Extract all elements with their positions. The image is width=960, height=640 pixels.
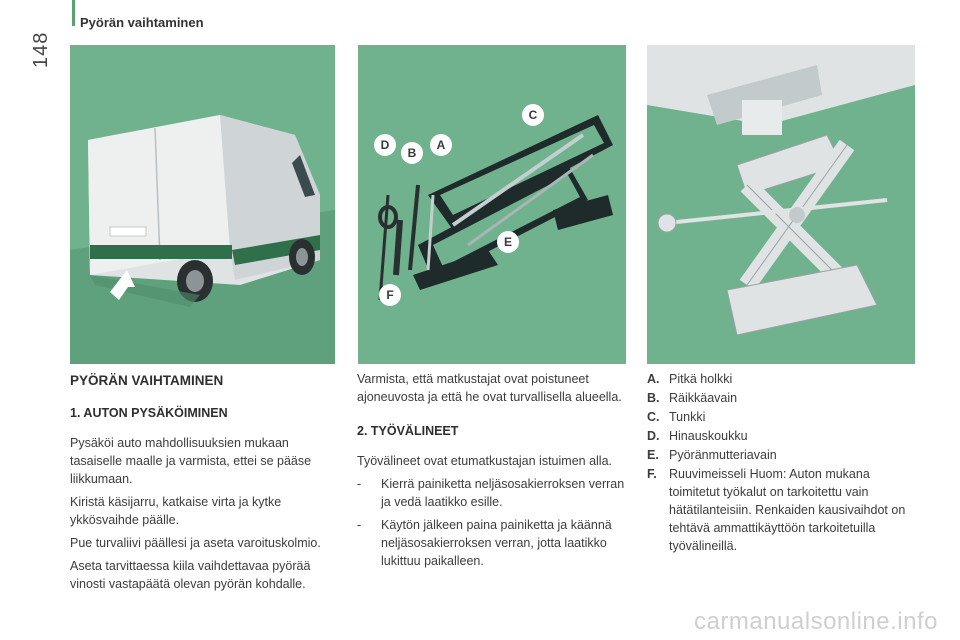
svg-text:E: E xyxy=(504,235,512,249)
part-text: Räikkäavain xyxy=(669,391,738,405)
part-letter: E. xyxy=(647,448,659,462)
svg-text:B: B xyxy=(408,146,417,160)
callout-c: C xyxy=(522,104,544,126)
list-item-text: Käytön jälkeen paina painiketta ja käänn… xyxy=(381,518,612,568)
part-text: Ruuvimeisseli Huom: Auton mukana toimite… xyxy=(669,467,906,553)
header-accent-bar xyxy=(72,0,75,26)
list-item-text: Kierrä painiketta neljäsosakierroksen ve… xyxy=(381,477,625,509)
callout-e: E xyxy=(497,231,519,253)
svg-text:A: A xyxy=(437,138,446,152)
part-text: Hinauskoukku xyxy=(669,429,748,443)
svg-text:C: C xyxy=(529,108,538,122)
list-item: D. Hinauskoukku xyxy=(647,427,917,445)
part-text: Pitkä holkki xyxy=(669,372,733,386)
left-column: PYÖRÄN VAIHTAMINEN 1. AUTON PYSÄKÖIMINEN… xyxy=(70,370,340,593)
watermark: carmanualsonline.info xyxy=(694,608,938,635)
page-number: 148 xyxy=(30,31,52,68)
paragraph: Kiristä käsijarru, katkaise virta ja kyt… xyxy=(70,495,282,527)
svg-text:F: F xyxy=(386,288,393,302)
list-item: - Käytön jälkeen paina painiketta ja kää… xyxy=(357,516,627,570)
sub-heading-tools: 2. TYÖVÄLINEET xyxy=(357,424,459,438)
part-text: Tunkki xyxy=(669,410,706,424)
callout-b: B xyxy=(401,142,423,164)
main-heading: PYÖRÄN VAIHTAMINEN xyxy=(70,373,224,388)
part-letter: A. xyxy=(647,372,660,386)
part-text: Pyöränmutteriavain xyxy=(669,448,777,462)
list-item: E. Pyöränmutteriavain xyxy=(647,446,917,464)
middle-column: Varmista, että matkustajat ovat poistune… xyxy=(357,370,627,570)
sub-heading-parking: 1. AUTON PYSÄKÖIMINEN xyxy=(70,406,228,420)
part-letter: B. xyxy=(647,391,660,405)
callout-d: D xyxy=(374,134,396,156)
list-item: C. Tunkki xyxy=(647,408,917,426)
list-item: - Kierrä painiketta neljäsosakierroksen … xyxy=(357,475,627,511)
paragraph: Pue turvaliivi päällesi ja aseta varoitu… xyxy=(70,536,321,550)
paragraph: Pysäköi auto mahdollisuuksien mukaan tas… xyxy=(70,436,312,486)
section-title: Pyörän vaihtaminen xyxy=(80,15,204,30)
part-letter: D. xyxy=(647,429,660,443)
part-letter: F. xyxy=(647,467,657,481)
paragraph: Aseta tarvittaessa kiila vaihdettavaa py… xyxy=(70,559,311,591)
intro-paragraph: Varmista, että matkustajat ovat poistune… xyxy=(357,372,622,404)
svg-text:D: D xyxy=(381,138,390,152)
part-letter: C. xyxy=(647,410,660,424)
tools-illustration: D B A C E F xyxy=(358,45,626,364)
callout-f: F xyxy=(379,284,401,306)
list-item: A. Pitkä holkki xyxy=(647,370,917,388)
paragraph: Työvälineet ovat etumatkustajan istuimen… xyxy=(357,454,612,468)
list-item: B. Räikkäavain xyxy=(647,389,917,407)
callout-a: A xyxy=(430,134,452,156)
van-illustration xyxy=(70,45,335,364)
list-dash: - xyxy=(357,477,362,491)
list-dash: - xyxy=(357,518,362,532)
jack-in-use-illustration xyxy=(647,45,915,364)
list-item: F. Ruuvimeisseli Huom: Auton mukana toim… xyxy=(647,465,917,555)
parts-legend: A. Pitkä holkki B. Räikkäavain C. Tunkki… xyxy=(647,370,917,556)
